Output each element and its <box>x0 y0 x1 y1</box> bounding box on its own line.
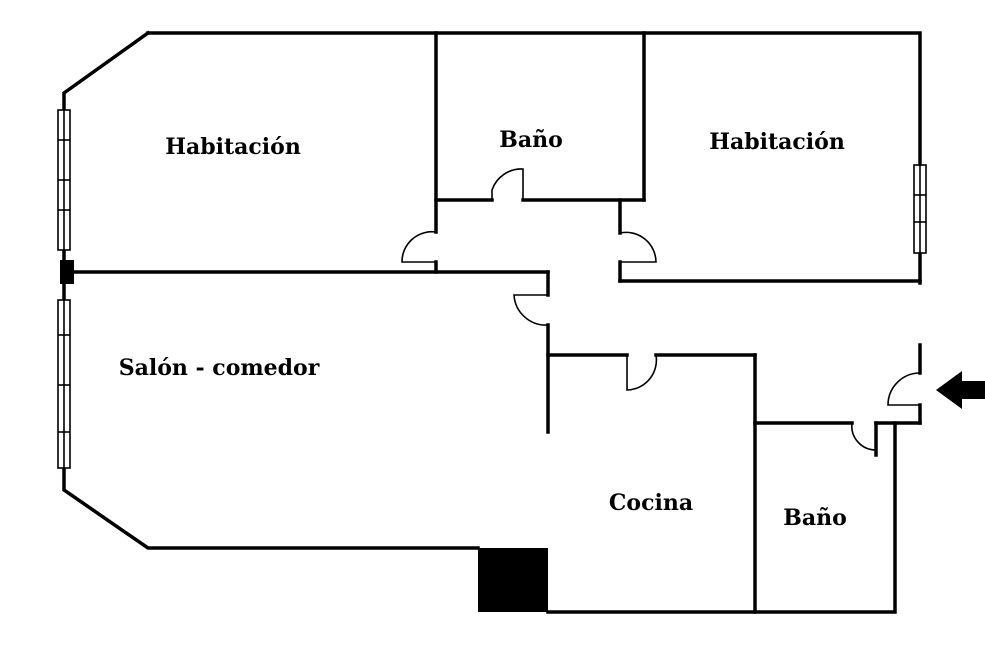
door-corridor <box>513 294 549 326</box>
column-marker <box>60 260 74 284</box>
door-bedroom-2 <box>619 231 657 263</box>
storage-block <box>478 548 548 612</box>
door-bath-1 <box>491 168 524 200</box>
door-bedroom-1 <box>401 230 437 263</box>
windows <box>57 109 927 469</box>
interior-walls <box>62 31 922 614</box>
door-entrance <box>887 372 921 406</box>
label-bedroom-1: Habitación <box>165 134 301 160</box>
label-kitchen: Cocina <box>609 490 693 516</box>
door-kitchen <box>626 354 658 391</box>
doors <box>401 168 921 451</box>
label-bathroom-1: Baño <box>499 127 563 153</box>
door-bath-2 <box>851 422 877 451</box>
label-living-dining: Salón - comedor <box>119 355 320 381</box>
label-bedroom-2: Habitación <box>709 129 845 155</box>
arrow-left-icon <box>936 371 985 409</box>
label-bathroom-2: Baño <box>783 505 847 531</box>
